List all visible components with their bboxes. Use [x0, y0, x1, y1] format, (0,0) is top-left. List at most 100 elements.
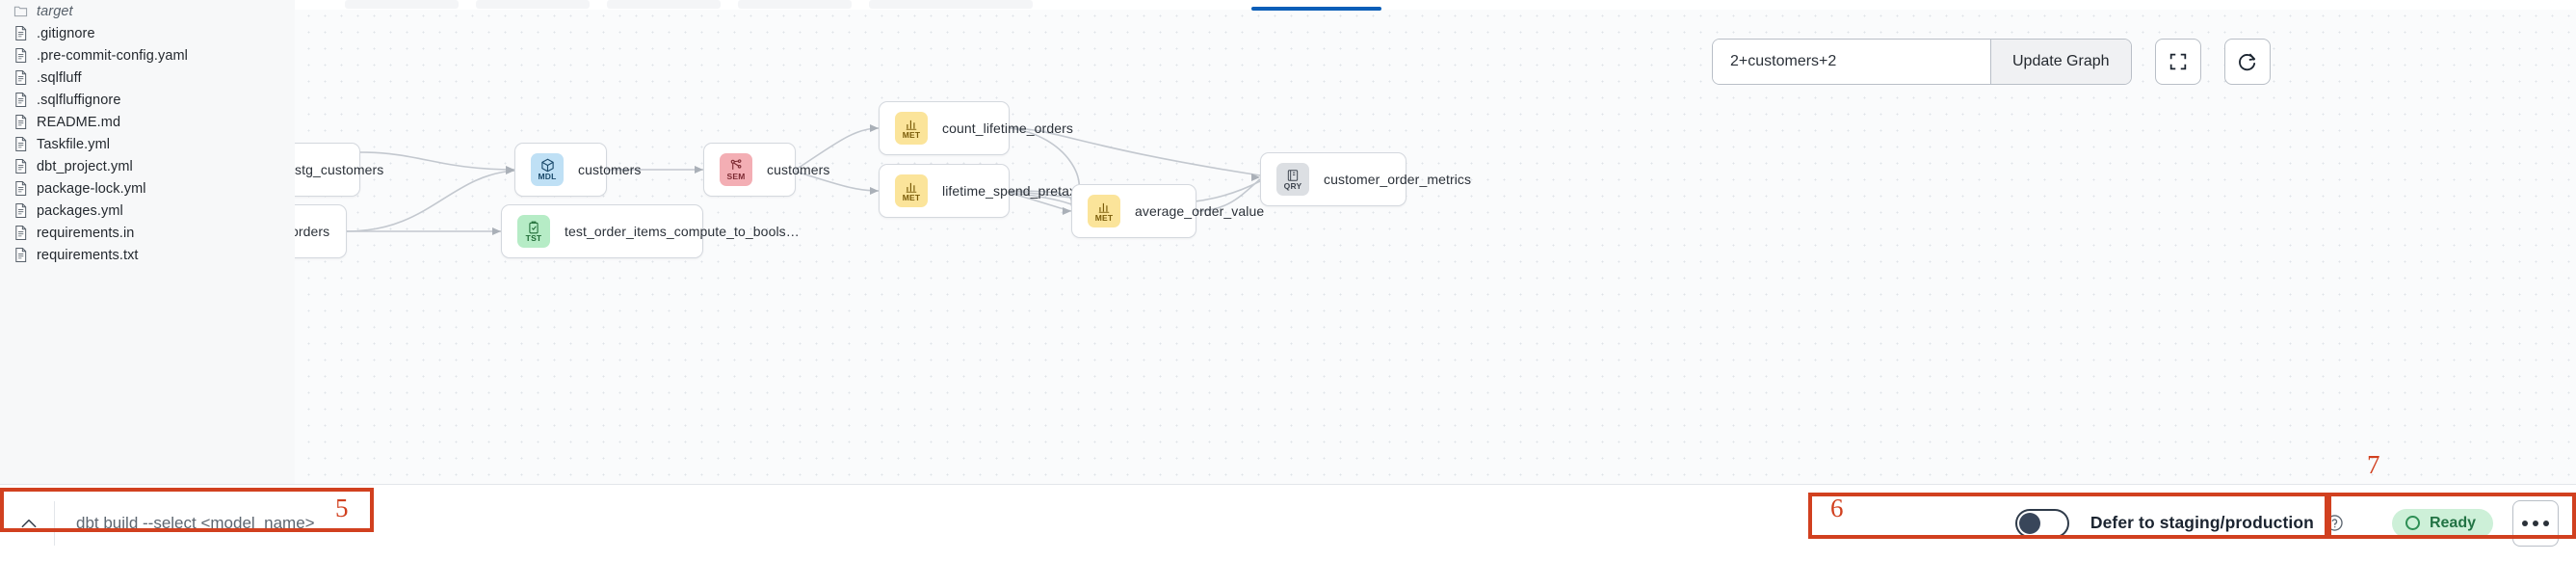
- file-icon: [15, 247, 27, 263]
- badge-mdl: MDL: [531, 153, 564, 186]
- file-name: .sqlfluff: [37, 69, 82, 86]
- file-explorer-panel[interactable]: target .gitignore .pre-commit-config.yam…: [0, 0, 295, 484]
- file-row[interactable]: dbt_project.yml: [0, 155, 295, 177]
- dag-node-label: customers: [578, 162, 642, 177]
- fullscreen-icon: [2169, 53, 2186, 70]
- badge-text: TST: [525, 232, 542, 243]
- file-icon: [15, 69, 27, 86]
- query-icon: [1287, 169, 1299, 181]
- badge-met: MET: [895, 112, 928, 145]
- tab-ghost-4: [738, 0, 852, 9]
- graph-selector-input[interactable]: [1713, 40, 1990, 84]
- badge-text: QRY: [1283, 180, 1302, 191]
- defer-toggle[interactable]: [2014, 508, 2069, 538]
- refresh-button[interactable]: [2223, 39, 2271, 85]
- update-graph-button[interactable]: Update Graph: [1990, 40, 2131, 84]
- command-input-bar[interactable]: [4, 494, 344, 551]
- badge-text: MDL: [538, 172, 557, 181]
- dag-node-label: customers: [767, 162, 830, 177]
- graph-selector-group[interactable]: Update Graph: [1712, 39, 2132, 85]
- refresh-icon: [2239, 52, 2256, 70]
- badge-text: SEM: [726, 172, 746, 181]
- bar-chart-icon: [906, 120, 917, 130]
- command-input[interactable]: [55, 513, 344, 533]
- help-circle-icon[interactable]: [2326, 514, 2344, 532]
- fullscreen-button[interactable]: [2154, 39, 2201, 85]
- dag-node-stg-customers[interactable]: stg_customers: [295, 143, 383, 197]
- file-row[interactable]: .sqlfluff: [0, 67, 295, 89]
- dag-node-met-lifetime-spend-pretax[interactable]: MET lifetime_spend_pretax: [879, 164, 1076, 218]
- file-row[interactable]: requirements.txt: [0, 244, 295, 266]
- semantic-node-icon: [730, 159, 741, 170]
- dag-node-tst-order-items[interactable]: TST test_order_items_compute_to_bools…: [501, 204, 800, 258]
- badge-met: MET: [1088, 195, 1120, 227]
- file-name: package-lock.yml: [37, 180, 146, 197]
- toggle-knob: [2018, 512, 2040, 534]
- dag-node-met-count-lifetime-orders[interactable]: MET count_lifetime_orders: [879, 101, 1073, 155]
- badge-text: MET: [902, 129, 921, 140]
- file-name: dbt_project.yml: [37, 158, 133, 174]
- expand-console-button[interactable]: [4, 494, 54, 551]
- canvas-top-edge: [295, 0, 2576, 10]
- file-name: .sqlfluffignore: [37, 92, 121, 108]
- badge-text: MET: [1094, 212, 1114, 223]
- bottom-bar-right: Defer to staging/production Ready: [1992, 485, 2576, 561]
- badge-met: MET: [895, 174, 928, 207]
- file-name: packages.yml: [37, 202, 123, 219]
- ellipsis-icon: [2543, 520, 2549, 526]
- file-name: requirements.txt: [37, 247, 139, 263]
- clipboard-check-icon: [529, 221, 539, 233]
- dag-node-label: customer_order_metrics: [1324, 172, 1472, 187]
- tab-ghost-1: [345, 0, 459, 9]
- dag-node-met-average-order-value[interactable]: MET average_order_value: [1071, 184, 1264, 238]
- dag-node-stg-orders[interactable]: orders: [295, 204, 347, 258]
- file-name: target: [37, 3, 73, 19]
- file-icon: [15, 180, 27, 197]
- file-icon: [15, 225, 27, 241]
- badge-qry: QRY: [1276, 163, 1309, 196]
- status-and-more-group: Ready: [2367, 499, 2576, 547]
- file-row[interactable]: Taskfile.yml: [0, 133, 295, 155]
- ellipsis-icon: [2533, 520, 2538, 526]
- file-icon: [15, 136, 27, 152]
- more-options-button[interactable]: [2512, 499, 2559, 547]
- file-icon: [15, 158, 27, 174]
- dag-node-label: lifetime_spend_pretax: [942, 183, 1077, 199]
- ellipsis-icon: [2522, 520, 2528, 526]
- defer-toggle-group[interactable]: Defer to staging/production: [1992, 508, 2367, 538]
- status-circle-icon: [2405, 516, 2420, 530]
- cube-icon: [540, 158, 554, 173]
- file-name: Taskfile.yml: [37, 136, 111, 152]
- file-row[interactable]: target: [0, 0, 295, 22]
- dag-node-label: average_order_value: [1135, 203, 1265, 219]
- tab-ghost-2: [476, 0, 590, 9]
- status-badge[interactable]: Ready: [2391, 508, 2493, 538]
- dag-canvas[interactable]: stg_customers orders MDL customers: [295, 0, 2576, 484]
- badge-tst: TST: [517, 215, 550, 248]
- dag-node-label: stg_customers: [295, 162, 384, 177]
- dag-node-sem-customers[interactable]: SEM customers: [703, 143, 829, 197]
- folder-icon: [13, 6, 28, 17]
- file-row[interactable]: README.md: [0, 111, 295, 133]
- file-row[interactable]: packages.yml: [0, 200, 295, 222]
- badge-text: MET: [902, 192, 921, 202]
- file-row[interactable]: .gitignore: [0, 22, 295, 44]
- file-row[interactable]: package-lock.yml: [0, 177, 295, 200]
- bottom-command-bar: Defer to staging/production Ready: [0, 484, 2576, 561]
- graph-toolbar: Update Graph: [1712, 39, 2271, 85]
- dag-node-label: test_order_items_compute_to_bools…: [565, 224, 800, 239]
- file-row[interactable]: .sqlfluffignore: [0, 89, 295, 111]
- file-name: .gitignore: [37, 25, 95, 41]
- file-list: target .gitignore .pre-commit-config.yam…: [0, 0, 295, 266]
- chevron-up-icon: [21, 519, 37, 527]
- file-icon: [15, 92, 27, 108]
- dag-node-mdl-customers[interactable]: MDL customers: [514, 143, 641, 197]
- file-name: README.md: [37, 114, 121, 130]
- bar-chart-icon: [1098, 202, 1110, 213]
- file-icon: [15, 25, 27, 41]
- file-row[interactable]: .pre-commit-config.yaml: [0, 44, 295, 67]
- dag-node-label: orders: [295, 224, 330, 239]
- dag-node-qry-customer-order-metrics[interactable]: QRY customer_order_metrics: [1260, 152, 1471, 206]
- badge-sem: SEM: [720, 153, 752, 186]
- file-row[interactable]: requirements.in: [0, 222, 295, 244]
